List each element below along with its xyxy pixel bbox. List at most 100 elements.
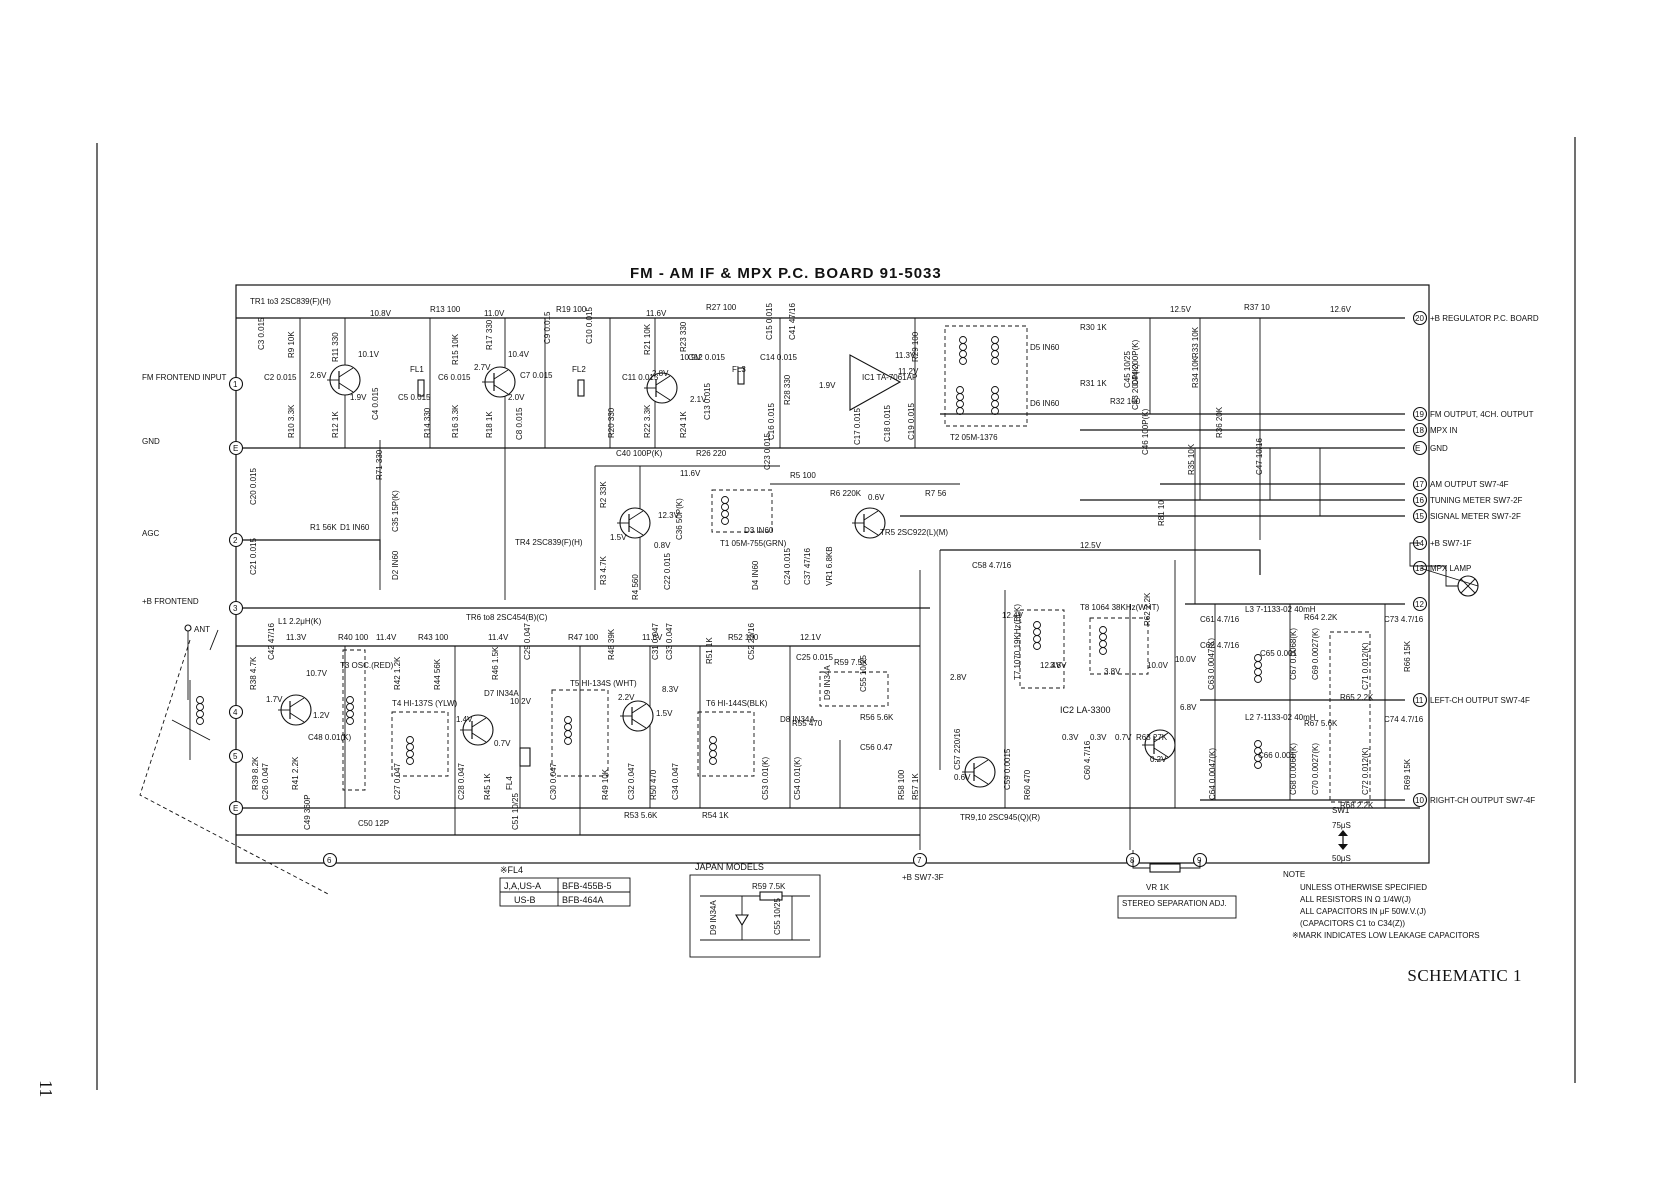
voltage-v27: 2.7V: [474, 363, 491, 372]
diode-label-d6: D6 IN60: [1030, 399, 1060, 408]
coil-12: [1254, 654, 1262, 683]
voltage-v124b: 12.4V: [1040, 661, 1062, 670]
voltage-v03a: 0.3V: [1062, 733, 1079, 742]
top-capacitor-label: C43 200P(K): [1131, 363, 1140, 410]
top-capacitor-label: C18 0.015: [883, 405, 892, 442]
top-component-label: R28 330: [783, 374, 792, 405]
bottom-component-label: R60 470: [1023, 769, 1032, 800]
top-component-label: R36 20K: [1215, 406, 1224, 438]
fl4-row2-model: US-B: [514, 895, 536, 905]
voltage-v20: 2.0V: [508, 393, 525, 402]
note-line-4: (CAPACITORS C1 to C34(Z)): [1300, 919, 1405, 928]
left-terminal-num: 1: [233, 380, 238, 389]
bottom-capacitor-label: C60 4.7/16: [1083, 740, 1092, 780]
right-terminal-label: LEFT-CH OUTPUT SW7-4F: [1430, 696, 1530, 705]
top-component-label: R22 3.3K: [643, 404, 652, 438]
coils: [196, 336, 1262, 769]
voltage-v116a: 11.6V: [646, 309, 667, 318]
bottom-capacitor-label: FL4: [505, 776, 514, 790]
top-capacitor-label: C8 0.015: [515, 407, 524, 440]
top-capacitor-label: C13 0.015: [703, 383, 712, 420]
top-component-label: R9 10K: [287, 331, 296, 358]
right-terminal-num: 16: [1415, 496, 1424, 505]
bottom-capacitor-label: C50 12P: [358, 819, 389, 828]
voltage-v28b: 2.8V: [950, 673, 967, 682]
top-capacitor-label: C3 0.015: [257, 317, 266, 350]
bottom-component-label: R50 470: [649, 769, 658, 800]
bottom-component-label: R54 1K: [702, 811, 729, 820]
bottom-component-label: R66 15K: [1403, 640, 1412, 672]
voltage-v100: 10.0V: [1147, 661, 1169, 670]
diode-label-d3: D3 IN60: [744, 526, 774, 535]
stereo-sep-label: STEREO SEPARATION ADJ.: [1122, 899, 1227, 908]
right-terminal-num: 17: [1415, 480, 1424, 489]
note-line-1: UNLESS OTHERWISE SPECIFIED: [1300, 883, 1427, 892]
bottom-component-label: R42 1.2K: [393, 656, 402, 690]
top-component-label: R81 10: [1157, 500, 1166, 526]
voltage-v17: 1.7V: [266, 695, 283, 704]
top-capacitor-label: C36 50P(K): [675, 498, 684, 540]
board-outline: [235, 284, 1430, 864]
top-capacitor-label: C21 0.015: [249, 538, 258, 575]
right-terminal-num: 11: [1415, 696, 1424, 705]
top-capacitor-label: C9 0.015: [543, 311, 552, 344]
transformer-label-l2: L2 7-1133-02 40mH: [1245, 713, 1316, 722]
bottom-component-label: R49 10K: [601, 768, 610, 800]
diode-label-d4: D4 IN60: [751, 560, 760, 590]
left-terminal-1: 1FM FRONTEND INPUT: [142, 373, 244, 392]
bottom-component-label: R67 5.6K: [1304, 719, 1338, 728]
left-terminal-label: AGC: [142, 529, 160, 538]
left-terminal-label: +B FRONTEND: [142, 597, 199, 606]
right-terminal-label: +B SW7-1F: [1430, 539, 1472, 548]
top-component-label: R31 1K: [1080, 379, 1107, 388]
voltage-v113b: 11.3V: [286, 633, 307, 642]
top-capacitor-label: C19 0.015: [907, 403, 916, 440]
top-component-label: R19 100: [556, 305, 587, 314]
transistor-note-tr1_3: TR1 to3 2SC839(F)(H): [250, 297, 331, 306]
transistors: [278, 364, 1176, 788]
right-terminal-label: RIGHT-CH OUTPUT SW7-4F: [1430, 796, 1535, 805]
antenna: ANT: [171, 624, 219, 760]
coil-7: [406, 736, 414, 765]
voltage-v26: 2.6V: [310, 371, 327, 380]
bottom-capacitor-label: C63 0.0047(K): [1207, 638, 1216, 690]
bottom-terminal-label: +B SW7-3F: [902, 873, 944, 882]
transistor-tr8: [620, 700, 654, 732]
rail-12v5: [940, 549, 1261, 575]
voltage-v113: 11.3V: [895, 351, 916, 360]
top-capacitor-label: C58 4.7/16: [972, 561, 1012, 570]
stereo-separation: VR 1K STEREO SEPARATION ADJ.: [1117, 860, 1237, 919]
diode-label-fl2: FL2: [572, 365, 586, 374]
top-capacitor-label: C11 0.015: [622, 373, 659, 382]
left-terminal-num: 4: [233, 708, 238, 717]
left-terminal-label: GND: [142, 437, 160, 446]
diode-label-d7: D7 IN34A: [484, 689, 519, 698]
right-terminal-num: 13: [1415, 564, 1424, 573]
voltage-v07: 0.7V: [494, 739, 511, 748]
top-component-label: R27 100: [706, 303, 737, 312]
bottom-component-label: R44 56K: [433, 658, 442, 690]
coil-11: [1099, 626, 1107, 655]
note-line-2: ALL RESISTORS IN Ω 1/4W(J): [1300, 895, 1411, 904]
vr-label: VR 1K: [1146, 883, 1170, 892]
top-capacitor-label: C37 47/16: [803, 548, 812, 585]
transistor-tr10: [1142, 729, 1176, 761]
top-component-label: R23 330: [679, 321, 688, 352]
japan-models-title: JAPAN MODELS: [695, 862, 764, 872]
voltage-v21: 2.1V: [690, 395, 707, 404]
transistor-tr5: [852, 507, 886, 539]
bottom-capacitor-label: C72 0.012(K): [1361, 747, 1370, 795]
right-terminal-num: 20: [1415, 314, 1424, 323]
left-terminal-6: 5: [228, 748, 244, 764]
bottom-capacitor-label: C68 0.0068(K): [1289, 743, 1298, 795]
transistor-tr3: [644, 372, 678, 404]
shield-outlines: [139, 325, 1371, 896]
top-component-label: R33 10K: [1191, 326, 1200, 358]
coil-4: [991, 386, 999, 415]
top-component-label: R11 330: [331, 332, 340, 362]
